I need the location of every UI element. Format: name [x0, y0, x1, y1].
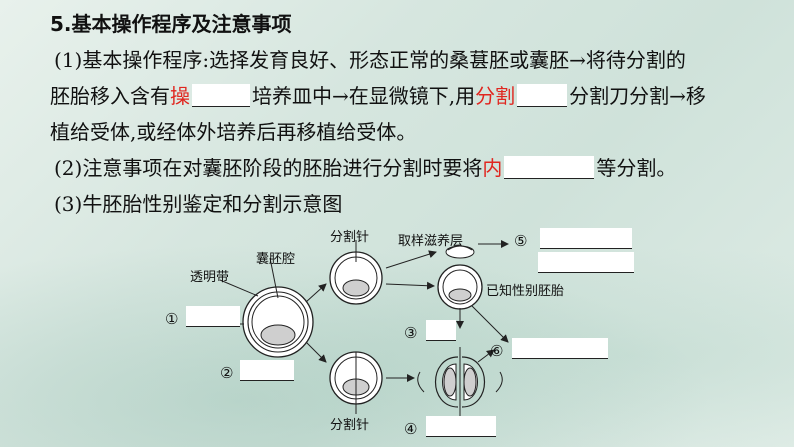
blastocyst-bottom: [329, 351, 383, 414]
step-1-line-2: 胚胎移入含有操 培养皿中→在显微镜下,用分割 分割刀分割→移: [50, 78, 770, 114]
split-embryo: [417, 347, 503, 422]
text-span: 培养皿中→在显微镜下,用: [252, 84, 476, 108]
answer-hint-red: 操: [170, 84, 190, 108]
answer-hint-red: 分割: [475, 84, 516, 108]
answer-blank-6[interactable]: [512, 338, 608, 359]
answer-blank-4[interactable]: [426, 416, 496, 437]
answer-blank[interactable]: [517, 84, 568, 107]
text-span: 等分割。: [596, 156, 677, 180]
marker-6: ⑥: [490, 342, 504, 360]
trophoblast-sample: [445, 245, 475, 259]
answer-blank-1[interactable]: [186, 306, 240, 327]
answer-blank[interactable]: [504, 156, 595, 179]
section-heading: 5.基本操作程序及注意事项: [50, 12, 292, 36]
text-span: 分割刀分割→移: [569, 84, 706, 108]
label-needle-bottom: 分割针: [330, 418, 370, 433]
diagram-drawing: [219, 240, 509, 422]
step-1-line-1: (1)基本操作程序:选择发育良好、形态正常的桑葚胚或囊胚→将待分割的: [54, 48, 686, 72]
answer-blank-5b[interactable]: [538, 252, 634, 273]
notes-line: (2)注意事项在对囊胚阶段的胚胎进行分割时要将内 等分割。: [50, 150, 770, 186]
answer-blank[interactable]: [192, 84, 250, 107]
text-span: 胚胎移入含有: [50, 84, 170, 108]
blastocyst-left: [242, 286, 314, 358]
answer-hint-red: 内: [482, 156, 503, 180]
blastocyst-top: [329, 240, 383, 305]
answer-blank-3[interactable]: [426, 320, 456, 341]
marker-4: ④: [404, 420, 418, 438]
diagram-caption: (3)牛胚胎性别鉴定和分割示意图: [54, 192, 343, 216]
marker-1: ①: [165, 310, 179, 328]
text-span: (2)注意事项在对囊胚阶段的胚胎进行分割时要将: [54, 156, 483, 180]
answer-blank-2[interactable]: [240, 360, 294, 381]
content-text: 5.基本操作程序及注意事项 (1)基本操作程序:选择发育良好、形态正常的桑葚胚或…: [50, 6, 770, 222]
label-trophoblast: 取样滋养层: [398, 234, 464, 249]
known-sex-embryo: [437, 264, 483, 310]
marker-3: ③: [404, 324, 418, 342]
label-zona-pellucida: 透明带: [190, 270, 230, 285]
step-1-line-3: 植给受体,或经体外培养后再移植给受体。: [50, 120, 417, 144]
answer-blank-5a[interactable]: [540, 228, 632, 249]
marker-5: ⑤: [514, 232, 528, 250]
marker-2: ②: [220, 364, 234, 382]
background-texture: [0, 217, 794, 447]
embryo-diagram: 透明带 囊胚腔 分割针 分割针 取样滋养层 已知性别胚胎 ① ② ③ ④ ⑤ ⑥: [160, 222, 660, 444]
label-blastocoel: 囊胚腔: [256, 252, 296, 267]
label-known-sex: 已知性别胚胎: [486, 284, 565, 299]
label-needle-top: 分割针: [330, 230, 370, 245]
